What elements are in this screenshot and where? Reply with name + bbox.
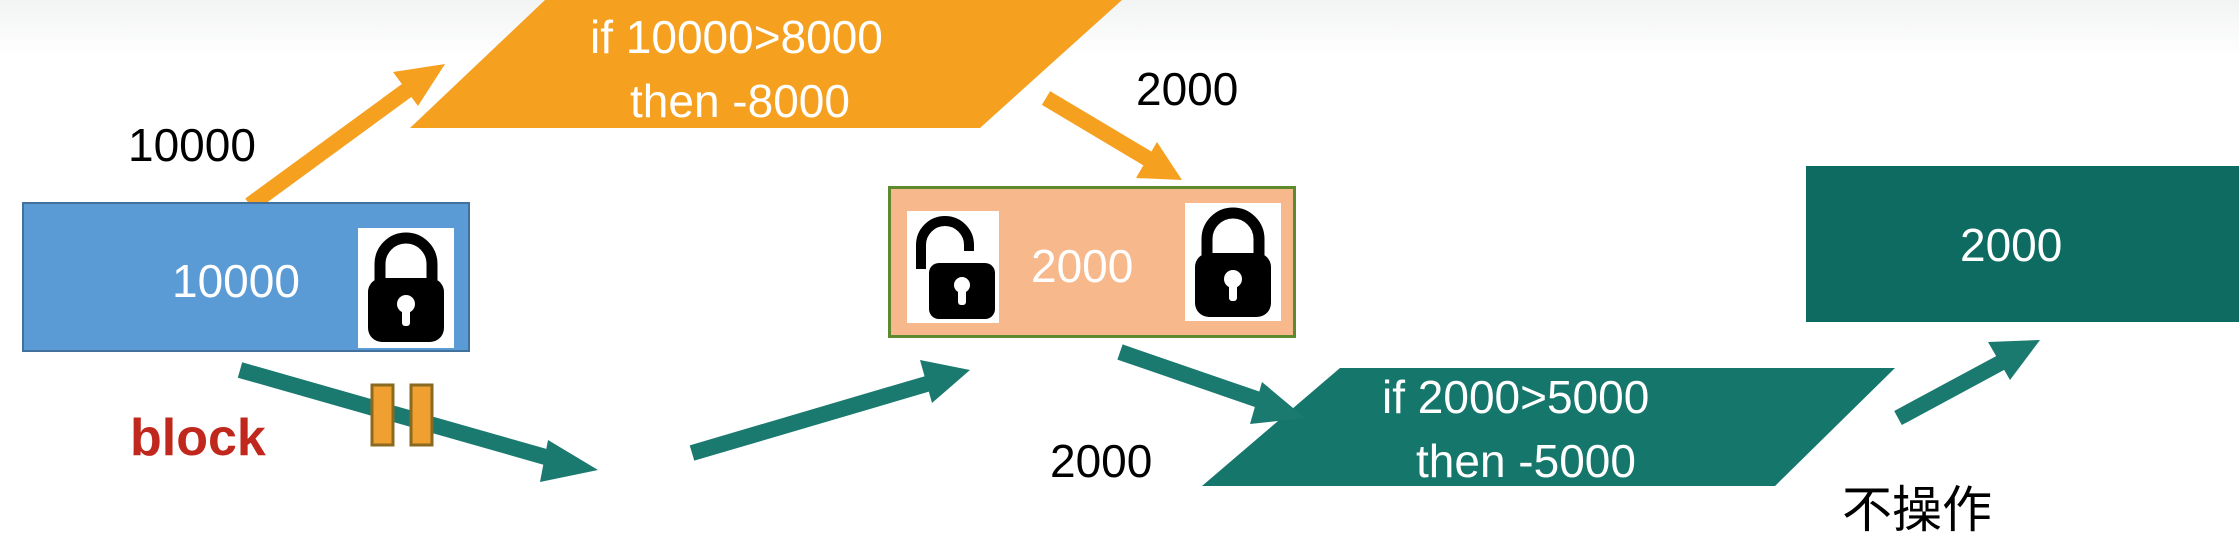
teal-arrow-1 [237,362,598,482]
bottom-condition-line1: if 2000>5000 [1382,371,1650,423]
lock-closed-icon [358,228,454,348]
background-strip [0,0,2239,60]
bottom-condition-line2: then -5000 [1416,435,1636,487]
top-condition-line1: if 10000>8000 [590,11,883,63]
top-output-label: 2000 [1136,63,1239,115]
initial-balance-box: 10000 [22,202,470,352]
teal-arrow-4 [1894,340,2040,426]
final-balance-value: 2000 [1960,219,2063,271]
teal-arrow-2 [689,360,970,461]
block-label: block [130,409,266,467]
orange-arrow-down [1041,91,1182,180]
middle-balance-box: 2000 [888,186,1296,338]
middle-balance-value: 2000 [1031,240,1134,292]
pause-icon [370,383,434,447]
top-input-label: 10000 [128,119,256,171]
no-operation-note: 不操作 [1842,482,1992,538]
lock-closed-icon [1185,203,1281,321]
top-condition-line2: then -8000 [630,75,850,127]
orange-arrow-up [245,64,445,212]
final-balance-box: 2000 [1806,166,2239,322]
lock-open-icon [907,211,999,323]
bottom-input-label: 2000 [1050,435,1153,487]
teal-arrow-3 [1117,344,1305,424]
initial-balance-value: 10000 [172,255,300,307]
top-condition-shape [410,0,1122,128]
bottom-condition-shape [1202,368,1895,486]
